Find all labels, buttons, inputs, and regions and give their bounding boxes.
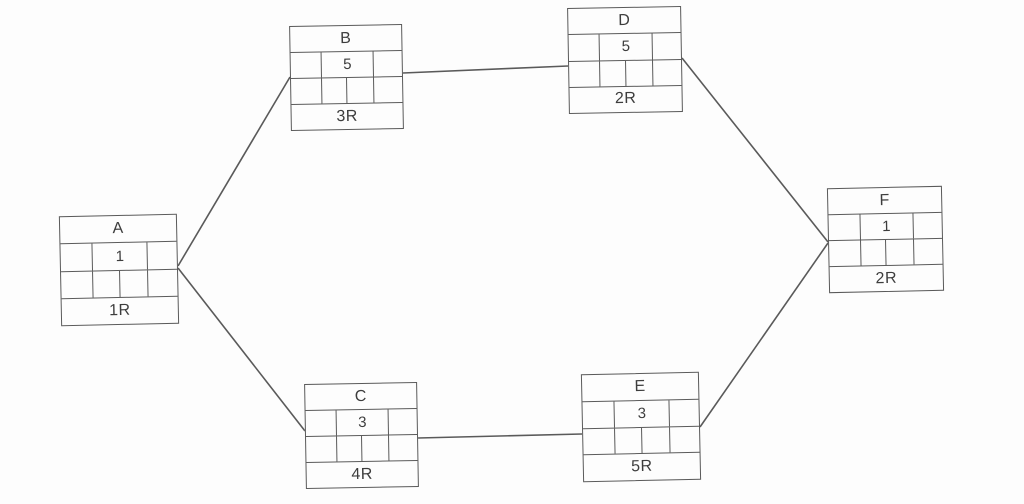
blank-cell <box>912 238 943 265</box>
blank-cell <box>583 428 615 454</box>
node-D: D 5 2R <box>567 6 683 114</box>
node-C: C 3 4R <box>304 382 419 489</box>
edge-D-F <box>681 57 829 243</box>
activity-name: F <box>879 191 890 209</box>
activity-duration: 5 <box>598 33 652 60</box>
blank-cell <box>569 61 600 87</box>
blank-cell <box>92 270 120 298</box>
activity-duration: 5 <box>320 51 374 78</box>
node-B: B 5 3R <box>289 24 404 131</box>
activity-duration: 1 <box>858 213 913 240</box>
duration-row: 1 <box>60 241 177 271</box>
empty-row <box>583 425 700 455</box>
activity-header: C <box>305 383 416 410</box>
blank-cell <box>624 60 653 86</box>
activity-header: B <box>290 25 401 52</box>
duration-row: 5 <box>290 50 402 78</box>
activity-resource: 5R <box>630 457 653 476</box>
blank-cell <box>291 52 321 78</box>
blank-cell <box>651 33 681 60</box>
blank-cell <box>118 269 148 297</box>
edge-B-D <box>402 65 569 74</box>
activity-name: C <box>354 387 367 405</box>
blank-cell <box>885 239 914 265</box>
blank-cell <box>614 427 642 454</box>
blank-cell <box>829 241 860 267</box>
activity-duration: 3 <box>335 409 389 436</box>
activity-header: F <box>828 187 941 214</box>
activity-header: D <box>568 7 680 34</box>
blank-cell <box>306 436 336 462</box>
activity-name: A <box>112 220 124 238</box>
resource-row: 2R <box>829 263 944 293</box>
activity-resource: 2R <box>614 90 637 108</box>
resource-row: 1R <box>61 295 179 326</box>
blank-cell <box>146 242 177 269</box>
blank-cell <box>387 409 417 435</box>
blank-cell <box>146 269 178 297</box>
blank-cell <box>60 244 92 271</box>
empty-row <box>568 58 682 87</box>
blank-cell <box>651 59 682 86</box>
activity-header: A <box>60 215 177 244</box>
blank-cell <box>599 60 626 87</box>
blank-cell <box>668 426 700 453</box>
blank-cell <box>640 426 670 454</box>
blank-cell <box>582 401 614 427</box>
blank-cell <box>361 435 389 461</box>
empty-row <box>829 237 943 267</box>
empty-row <box>305 434 418 462</box>
blank-cell <box>828 215 859 241</box>
blank-cell <box>373 77 403 103</box>
node-F: F 1 2R <box>826 185 945 294</box>
empty-row <box>290 76 403 104</box>
activity-name: D <box>618 11 631 29</box>
resource-row: 3R <box>291 102 403 130</box>
blank-cell <box>61 271 93 298</box>
blank-cell <box>912 212 942 239</box>
node-E: E 3 5R <box>580 371 702 483</box>
empty-row <box>61 268 178 298</box>
blank-cell <box>306 410 336 436</box>
blank-cell <box>372 51 402 77</box>
edge-A-C <box>177 267 306 432</box>
blank-cell <box>859 240 887 266</box>
activity-duration: 1 <box>91 242 147 271</box>
node-A: A 1 1R <box>58 213 180 327</box>
resource-row: 5R <box>583 452 701 482</box>
resource-row: 2R <box>569 84 682 113</box>
activity-name: E <box>634 377 646 395</box>
activity-duration: 3 <box>613 400 669 428</box>
activity-name: B <box>340 29 352 47</box>
blank-cell <box>335 436 362 462</box>
blank-cell <box>291 78 321 104</box>
duration-row: 1 <box>828 211 942 241</box>
activity-resource: 2R <box>875 269 898 287</box>
resource-row: 4R <box>306 460 418 488</box>
activity-resource: 4R <box>351 465 374 483</box>
blank-cell <box>388 435 418 461</box>
activity-header: E <box>582 373 699 401</box>
blank-cell <box>668 399 699 426</box>
duration-row: 3 <box>582 398 699 428</box>
edge-E-F <box>699 242 829 428</box>
edge-C-E <box>417 433 583 439</box>
blank-cell <box>346 77 374 103</box>
blank-cell <box>320 78 347 104</box>
activity-resource: 3R <box>336 107 359 125</box>
duration-row: 3 <box>305 408 417 436</box>
edge-A-B <box>177 76 291 267</box>
duration-row: 5 <box>568 32 681 61</box>
activity-resource: 1R <box>108 301 131 320</box>
blank-cell <box>569 35 600 61</box>
